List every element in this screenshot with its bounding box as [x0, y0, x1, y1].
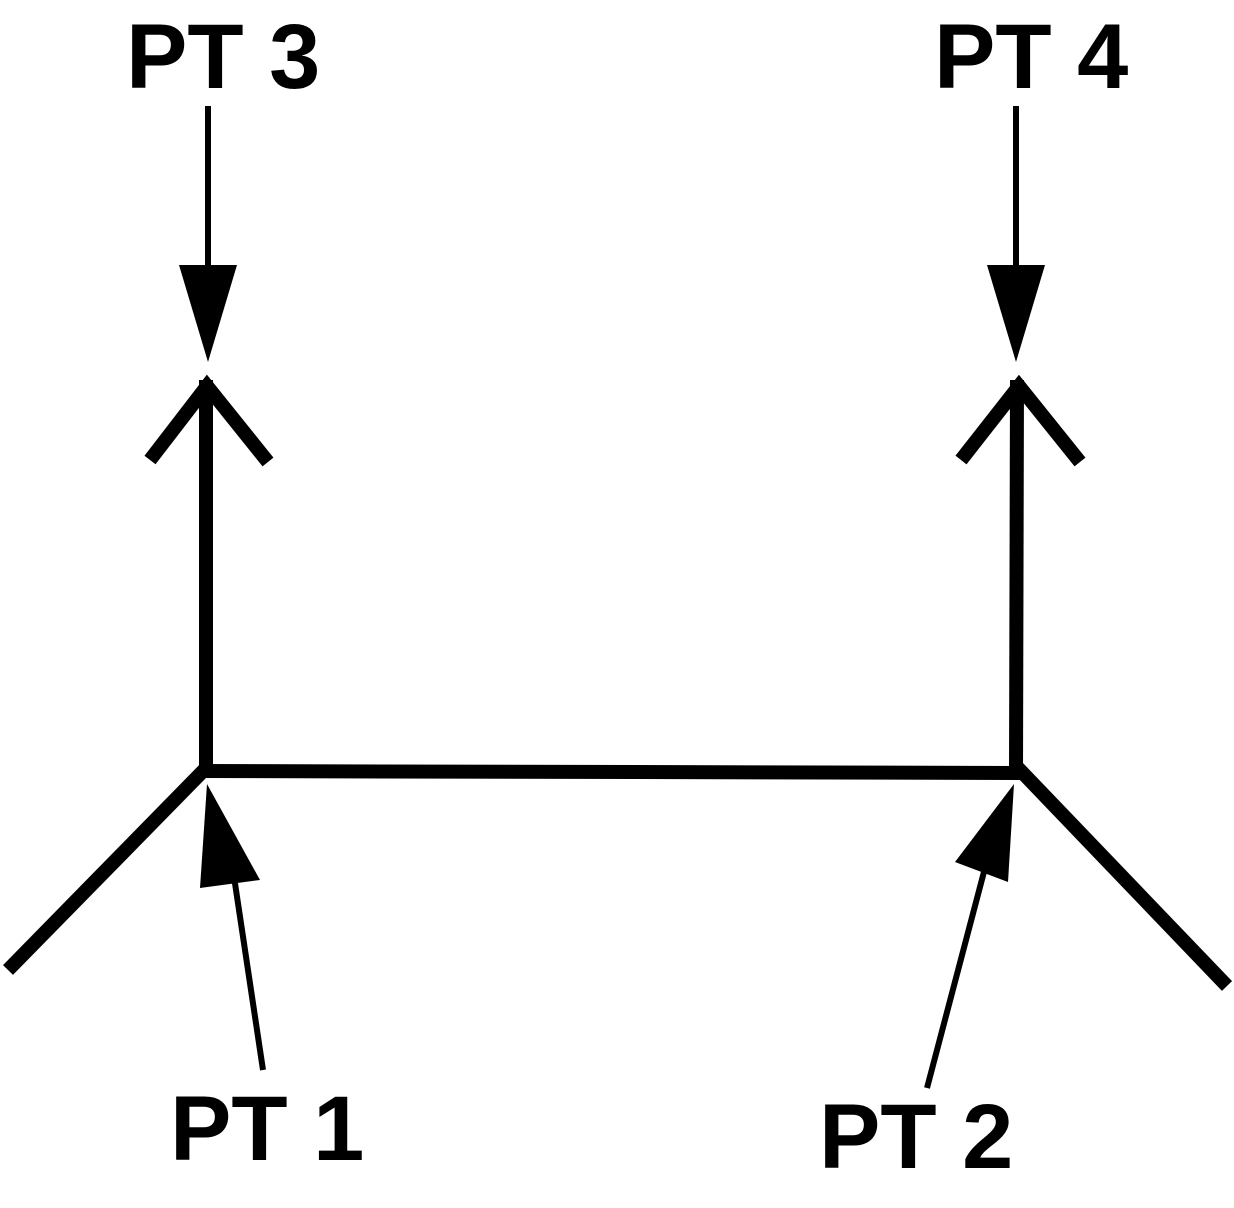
bottom-horizontal-line — [198, 764, 1024, 780]
right-open-arrowhead-up — [955, 374, 1086, 467]
pt3-pointer-arrow — [179, 106, 237, 362]
left-open-arrowhead-up — [144, 374, 274, 467]
label-pt2: PT 2 — [819, 1086, 1013, 1188]
pt2-pointer-shaft — [924, 867, 988, 1089]
label-pt4: PT 4 — [934, 6, 1128, 108]
right-vertical-line — [1009, 379, 1024, 774]
pt1-pointer-shaft — [230, 869, 266, 1071]
label-pt3: PT 3 — [126, 6, 320, 108]
pt2-pointer-arrow — [924, 784, 1014, 1089]
pt4-arrowhead-down-icon — [987, 265, 1045, 362]
right-diagonal-leg — [1012, 763, 1233, 991]
pt4-pointer-arrow — [987, 106, 1045, 362]
label-pt1: PT 1 — [170, 1078, 364, 1180]
main-structure — [198, 379, 1024, 780]
pt2-arrowhead-up-icon — [955, 784, 1014, 882]
pt1-arrowhead-up-icon — [200, 784, 260, 888]
pt1-pointer-arrow — [200, 784, 266, 1071]
pt3-arrowhead-down-icon — [179, 265, 237, 362]
left-diagonal-leg — [3, 763, 211, 975]
